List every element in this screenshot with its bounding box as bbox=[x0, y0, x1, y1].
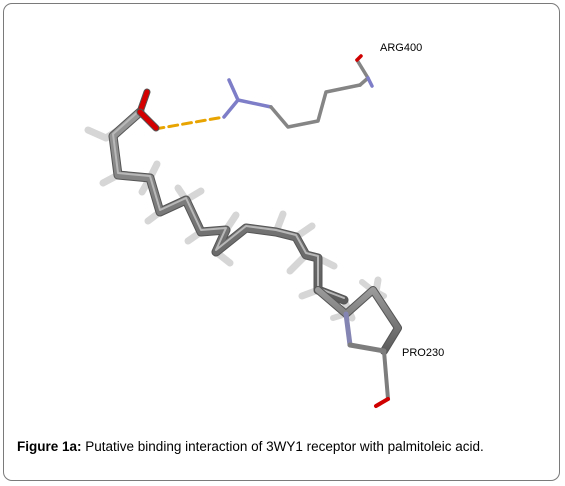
pro230-residue bbox=[314, 279, 402, 408]
caption-text: Putative binding interaction of 3WY1 rec… bbox=[81, 439, 484, 454]
hydrogen-bond bbox=[153, 115, 226, 131]
figure-border bbox=[3, 3, 560, 481]
pro230-label: PRO230 bbox=[402, 347, 444, 359]
figure-caption: Figure 1a: Putative binding interaction … bbox=[17, 438, 539, 455]
palmitoleic-acid-chain bbox=[84, 88, 382, 322]
arg400-residue bbox=[222, 54, 374, 129]
arg400-label: ARG400 bbox=[380, 42, 422, 54]
caption-figure-number: Figure 1a: bbox=[17, 439, 82, 454]
